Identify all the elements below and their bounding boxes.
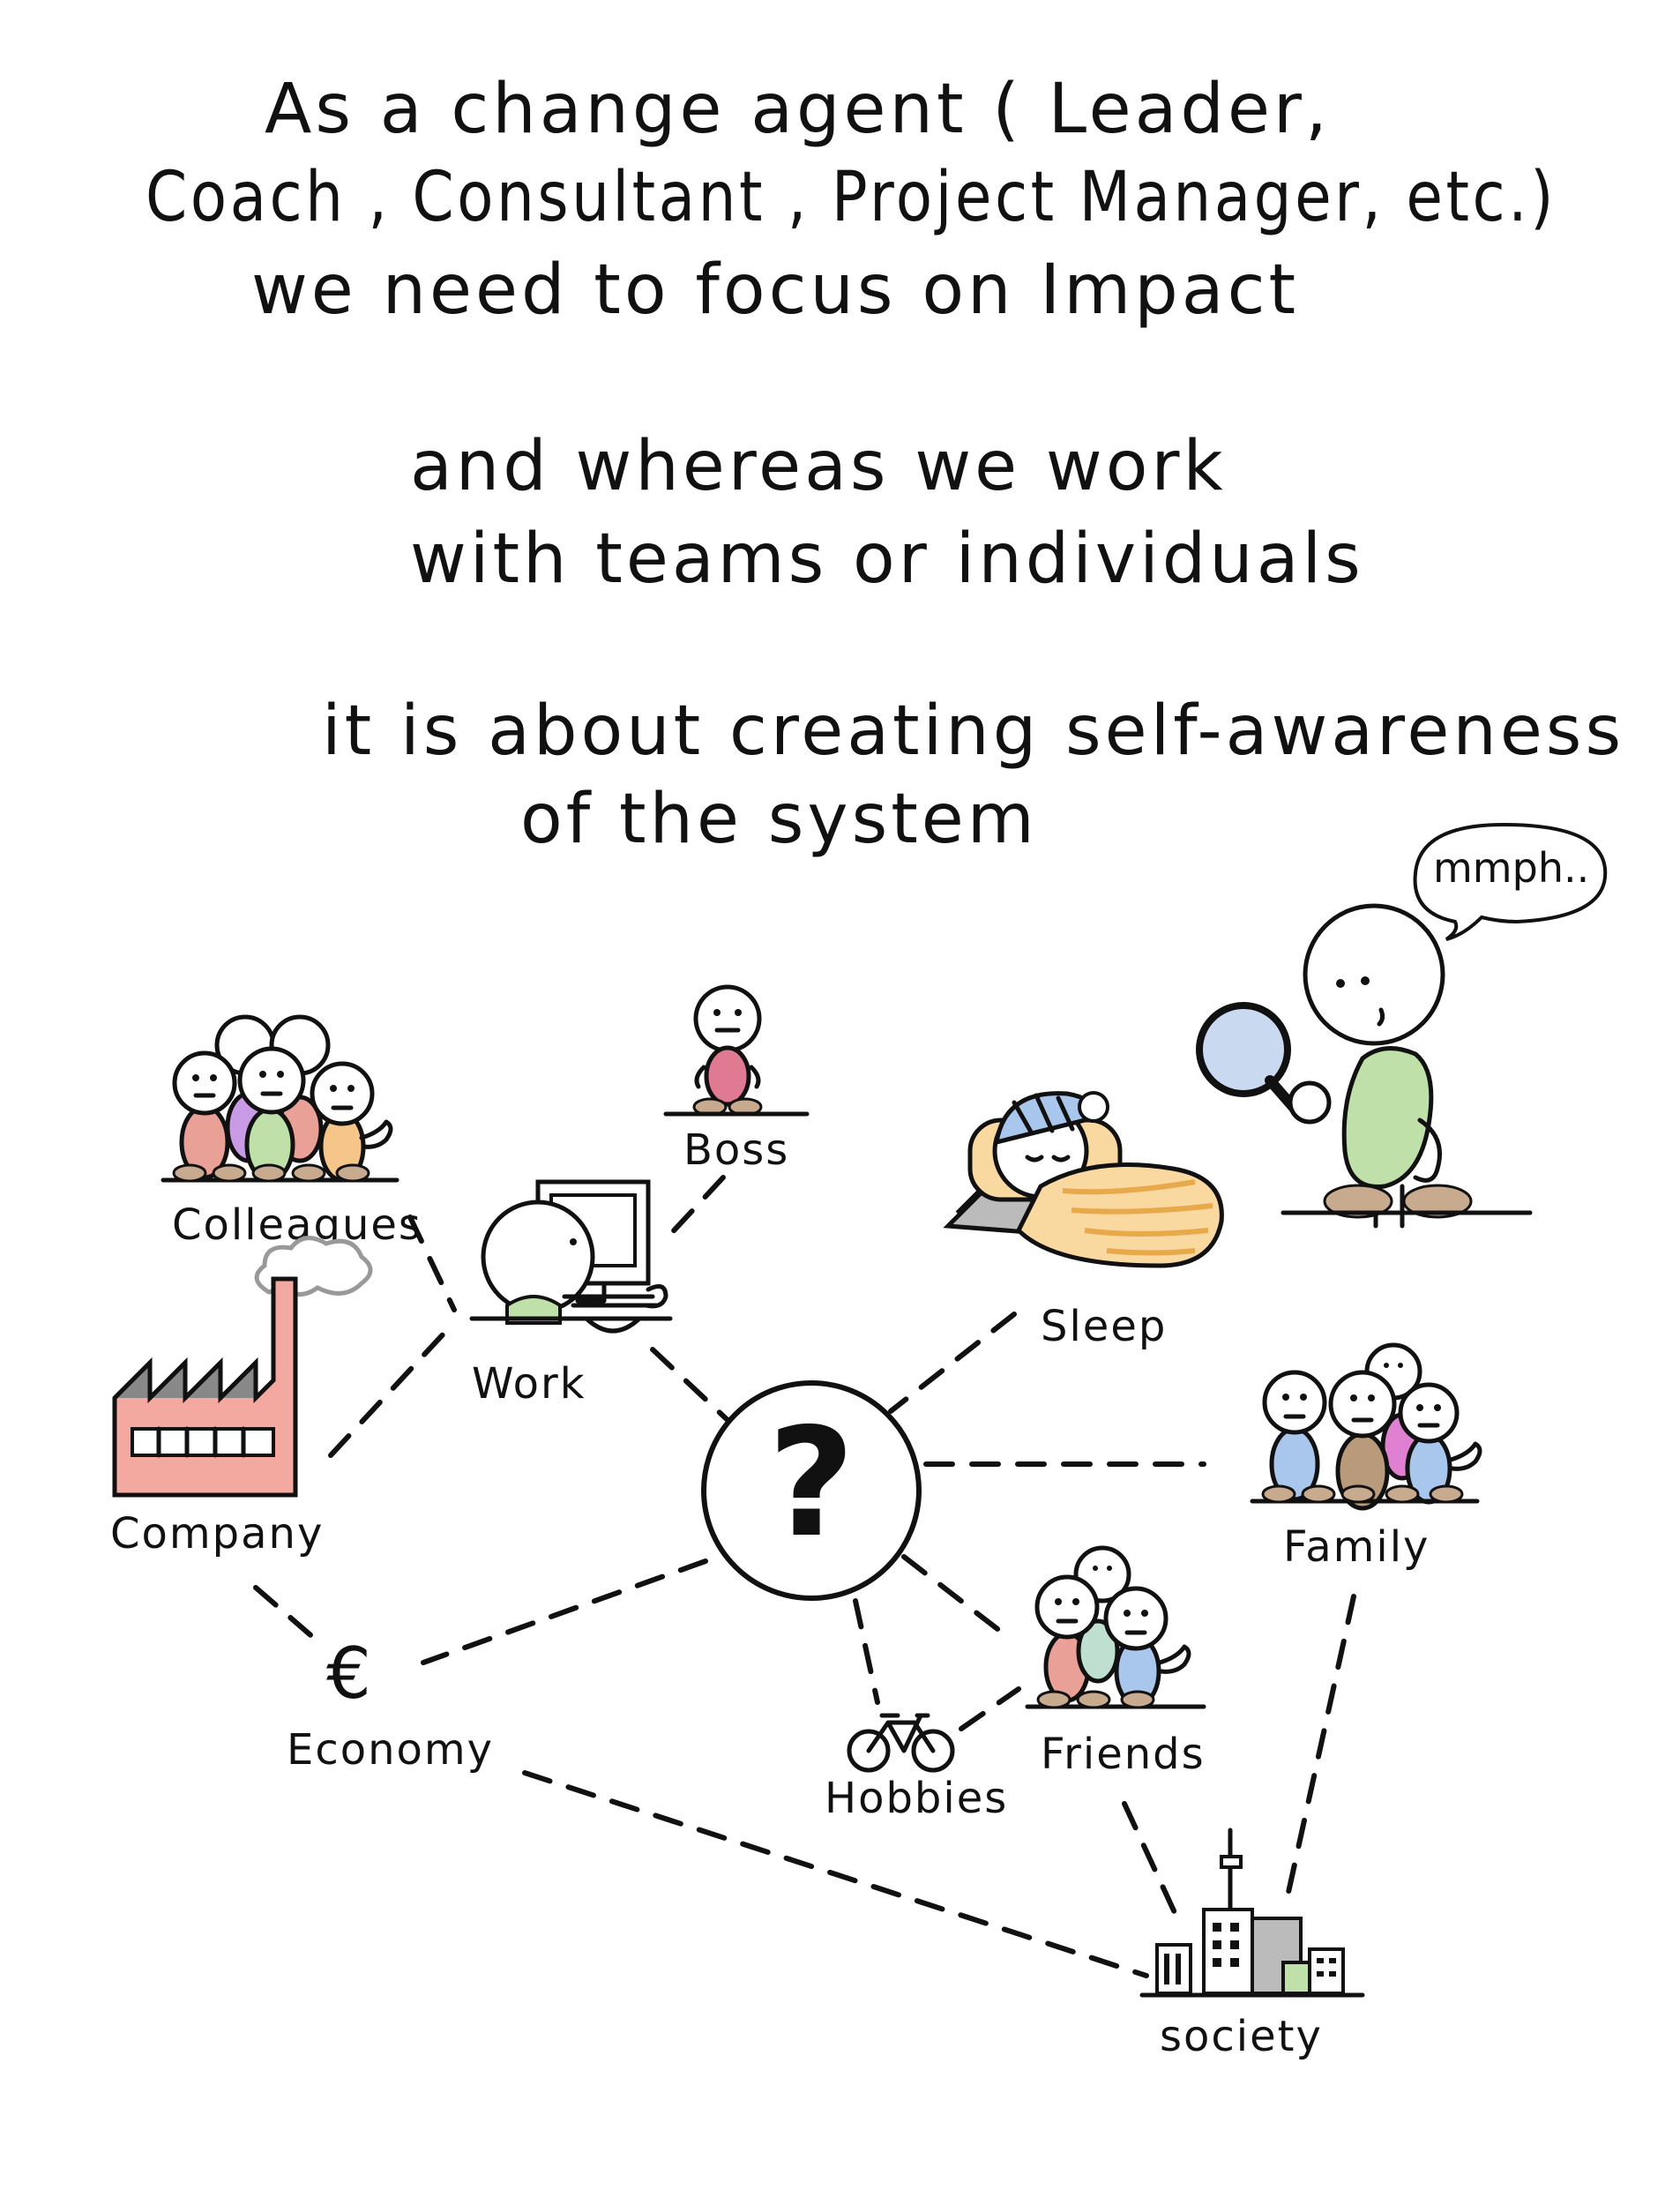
link-company-economy [253,1585,325,1648]
intro-line-6: it is about creating self-awareness [322,691,1624,771]
euro-icon: € [326,1633,371,1715]
society-label: society [1160,2012,1323,2061]
hobbies-label: Hobbies [825,1774,1008,1823]
link-boss-work [663,1175,726,1242]
intro-line-3: we need to focus on Impact [251,250,1299,330]
link-center-economy [421,1558,708,1665]
boss-illustration [663,984,810,1117]
family-label: Family [1283,1522,1430,1572]
link-sleep-center [888,1312,1017,1414]
bicycle-icon [847,1713,955,1773]
intro-text: As a change agent ( Leader, Coach , Cons… [146,70,1624,859]
link-company-work [328,1329,448,1458]
question-mark: ? [768,1396,855,1571]
speech-bubble: mmph.. [1413,822,1608,941]
friends-group-illustration [1025,1545,1206,1709]
sleep-label: Sleep [1041,1302,1167,1351]
intro-line-4: and whereas we work [410,427,1227,506]
link-friends-society [1122,1801,1180,1921]
company-factory-illustration [112,1236,373,1498]
center-question-node: ? [701,1380,922,1601]
link-family-society [1285,1594,1356,1899]
link-work-center [650,1347,730,1423]
investigator-illustration [1196,903,1533,1229]
sleep-illustration [943,1091,1224,1268]
intro-line-7: of the system [520,780,1038,859]
intro-line-2: Coach , Consultant , Project Manager, et… [146,158,1557,237]
family-group-illustration [1250,1342,1482,1511]
economy-label: Economy [287,1725,494,1775]
speech-bubble-text: mmph.. [1433,844,1589,892]
city-skyline-icon [1139,1828,1365,1998]
company-label: Company [110,1509,324,1558]
link-hobbies-friends [959,1686,1021,1731]
link-colleagues-work [407,1215,457,1312]
boss-label: Boss [683,1125,789,1175]
connections [253,1175,1356,1978]
work-label: Work [472,1359,586,1409]
friends-label: Friends [1041,1730,1206,1779]
intro-line-5: with teams or individuals [410,519,1364,599]
work-illustration [469,1179,673,1334]
link-center-hobbies [853,1598,880,1705]
link-center-friends [901,1554,1004,1634]
intro-line-1: As a change agent ( Leader, [265,70,1331,149]
colleagues-group-illustration [161,1014,399,1183]
link-economy-society [522,1770,1149,1978]
